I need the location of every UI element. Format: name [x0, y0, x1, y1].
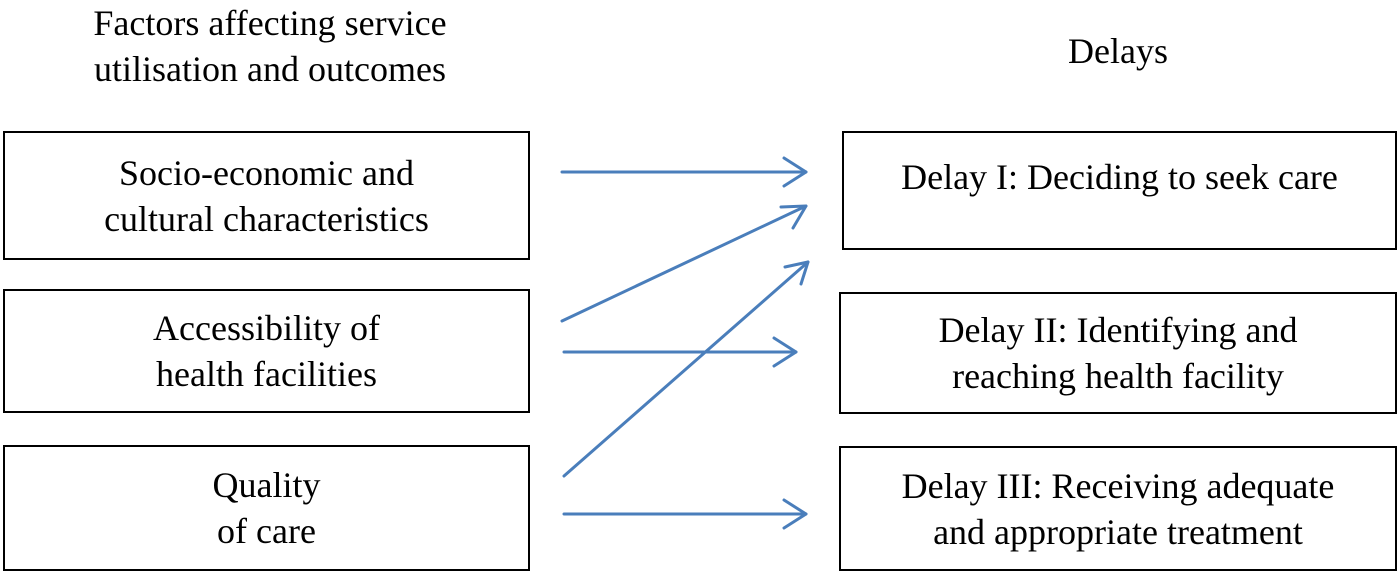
delays-heading: Delays: [1000, 28, 1236, 74]
delay-box-2: Delay II: Identifying and reaching healt…: [839, 292, 1397, 414]
factor-box-quality-of-care: Quality of care: [3, 445, 530, 571]
arrow-quality-to-delay-3: [562, 498, 808, 530]
arrow-accessibility-to-delay-1: [560, 204, 808, 323]
delay-box-line: Delay II: Identifying and: [938, 310, 1298, 350]
delay-box-line: reaching health facility: [952, 356, 1284, 396]
delay-box-3: Delay III: Receiving adequate and approp…: [839, 446, 1397, 571]
factor-box-line: Socio-economic and: [119, 152, 414, 193]
factor-box-accessibility: Accessibility of health facilities: [3, 289, 530, 413]
factor-box-line: of care: [217, 511, 316, 551]
arrow-quality-to-delay-1: [562, 260, 810, 478]
factors-heading-line-2: utilisation and outcomes: [94, 49, 446, 89]
factors-heading-line-1: Factors affecting service: [93, 3, 447, 43]
delays-heading-text: Delays: [1068, 31, 1168, 71]
factor-box-line: health facilities: [156, 354, 377, 394]
factor-box-line: Quality: [212, 465, 321, 505]
delay-box-line: and appropriate treatment: [933, 511, 1303, 552]
factor-box-line: Accessibility of: [153, 308, 380, 348]
delay-box-1: Delay I: Deciding to seek care: [842, 131, 1397, 250]
arrow-socio-economic-to-delay-1: [560, 156, 808, 188]
arrow-accessibility-to-delay-2: [562, 336, 798, 368]
delay-box-line: Delay III: Receiving adequate: [901, 465, 1335, 506]
delay-box-line: Delay I: Deciding to seek care: [901, 157, 1338, 197]
factor-box-socio-economic: Socio-economic and cultural characterist…: [3, 131, 530, 260]
factors-heading: Factors affecting service utilisation an…: [40, 0, 500, 92]
factor-box-line: cultural characteristics: [104, 198, 429, 239]
